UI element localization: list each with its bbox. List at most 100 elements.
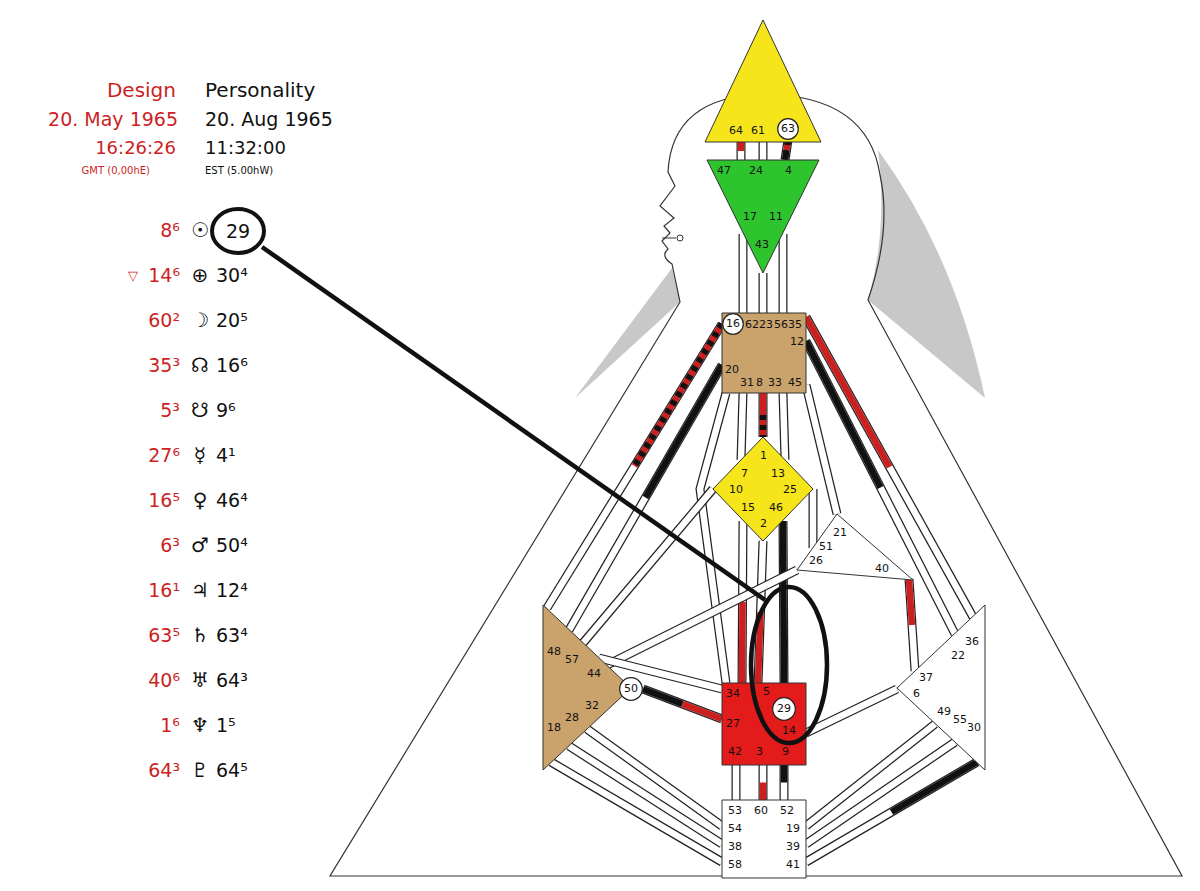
design-activation: 8⁶ — [160, 219, 180, 242]
gate-number: 18 — [547, 721, 561, 734]
gate-number: 45 — [788, 376, 802, 389]
channel-outline — [741, 393, 743, 460]
gate-number: 12 — [790, 335, 804, 348]
circled-gate-number: 29 — [210, 207, 266, 255]
channel — [785, 140, 788, 160]
design-activation: 63⁵ — [148, 624, 180, 647]
spleen-center: 48574418283250 — [543, 605, 633, 770]
channel-body — [760, 142, 767, 160]
date: 20. May 1965 — [48, 108, 178, 131]
planet-symbol: ⊕ — [192, 263, 209, 287]
channel — [741, 393, 743, 460]
channel-activation — [892, 762, 978, 812]
channel-outline — [783, 521, 784, 683]
date: 20. Aug 1965 — [205, 108, 333, 131]
channel-body — [806, 341, 955, 634]
center-outline — [722, 800, 806, 878]
channel-outline — [737, 142, 746, 160]
channel-outline — [700, 393, 726, 683]
channel-outline — [551, 762, 722, 862]
channel-body — [547, 324, 722, 608]
channel-body — [587, 729, 722, 826]
channel — [763, 393, 764, 437]
shadow-region — [868, 150, 985, 398]
design-activation: 40⁶ — [148, 669, 180, 692]
gate-circle: 29 — [772, 697, 796, 721]
channel-body — [738, 142, 745, 160]
channel-activation — [683, 704, 723, 719]
channel-activation — [758, 612, 761, 683]
gate-number: 17 — [743, 210, 757, 223]
center-outline — [705, 20, 821, 142]
shadow-region — [575, 268, 680, 398]
channel-activation — [760, 415, 767, 437]
channel-activation — [738, 142, 745, 151]
gate-number: 9 — [782, 745, 789, 758]
planet-symbol: ☉ — [191, 218, 209, 242]
circled-gate-number: 50 — [619, 677, 643, 701]
design-activation: 27⁶ — [148, 444, 180, 467]
gate-number: 5 — [763, 685, 770, 698]
gate-number: 3 — [756, 745, 763, 758]
personality-activation: 63⁴ — [216, 624, 248, 647]
planet-symbol: ♇ — [191, 758, 209, 782]
gate-number: 54 — [728, 822, 742, 835]
channel-outline — [759, 142, 768, 160]
channel-outline — [785, 140, 788, 160]
channel-outline — [909, 579, 915, 671]
circle-outline — [723, 314, 744, 335]
channel-body — [783, 393, 785, 460]
figure-outline — [330, 94, 1182, 876]
channel — [806, 762, 977, 862]
personality-activation: 16⁶ — [216, 354, 248, 377]
center-outline — [713, 437, 813, 541]
planet-symbol: ♅ — [191, 668, 209, 692]
design-activation: 35³ — [148, 354, 180, 377]
channel-body — [810, 489, 817, 548]
gate-circle: 63 — [777, 118, 799, 140]
gate-number: 20 — [725, 363, 739, 376]
channel — [806, 341, 955, 634]
channel-outline — [758, 541, 763, 683]
channel — [547, 324, 722, 608]
gate-number: 44 — [587, 667, 601, 680]
channel-body — [760, 765, 767, 800]
channel-outline — [806, 762, 977, 862]
gate-number: 33 — [768, 376, 782, 389]
gate-number: 53 — [728, 804, 742, 817]
center-outline — [722, 683, 806, 765]
personality-activation: 46⁴ — [216, 489, 248, 512]
channel-outline — [732, 765, 741, 800]
channel-outline — [739, 234, 748, 313]
timezone: EST (5.00hW) — [205, 165, 273, 177]
gate-number: 61 — [751, 124, 765, 137]
gate-number: 4 — [785, 164, 792, 177]
gate-number: 62 — [745, 318, 759, 331]
gate-number: 36 — [965, 635, 979, 648]
personality-activation: 64⁵ — [216, 759, 248, 782]
solar-plexus-center: 3622376495530 — [895, 605, 985, 770]
center-outline — [897, 605, 985, 770]
channel-body — [700, 393, 726, 683]
gate-number: 10 — [729, 483, 743, 496]
gate-number: 2 — [760, 517, 767, 530]
channel-activation — [780, 602, 787, 683]
channel — [783, 234, 784, 313]
gate-circle: 16 — [722, 313, 744, 335]
personality-activation: 12⁴ — [216, 579, 248, 602]
channel-activation — [739, 602, 746, 683]
g-center: 1713102515462 — [713, 437, 813, 541]
channel-activation — [806, 341, 881, 488]
planet-symbol: ♆ — [191, 713, 209, 737]
design-activation: 16⁵ — [148, 489, 180, 512]
channel-outline — [643, 689, 722, 719]
time: 16:26:26 — [95, 137, 176, 159]
head-center: 646163 — [705, 20, 821, 142]
gate-number: 60 — [754, 804, 768, 817]
gate-number: 37 — [919, 671, 933, 684]
channel-outline — [780, 765, 789, 800]
channel-activation — [760, 415, 767, 437]
gate-number: 31 — [740, 376, 754, 389]
planet-symbol: ♀ — [193, 488, 208, 512]
